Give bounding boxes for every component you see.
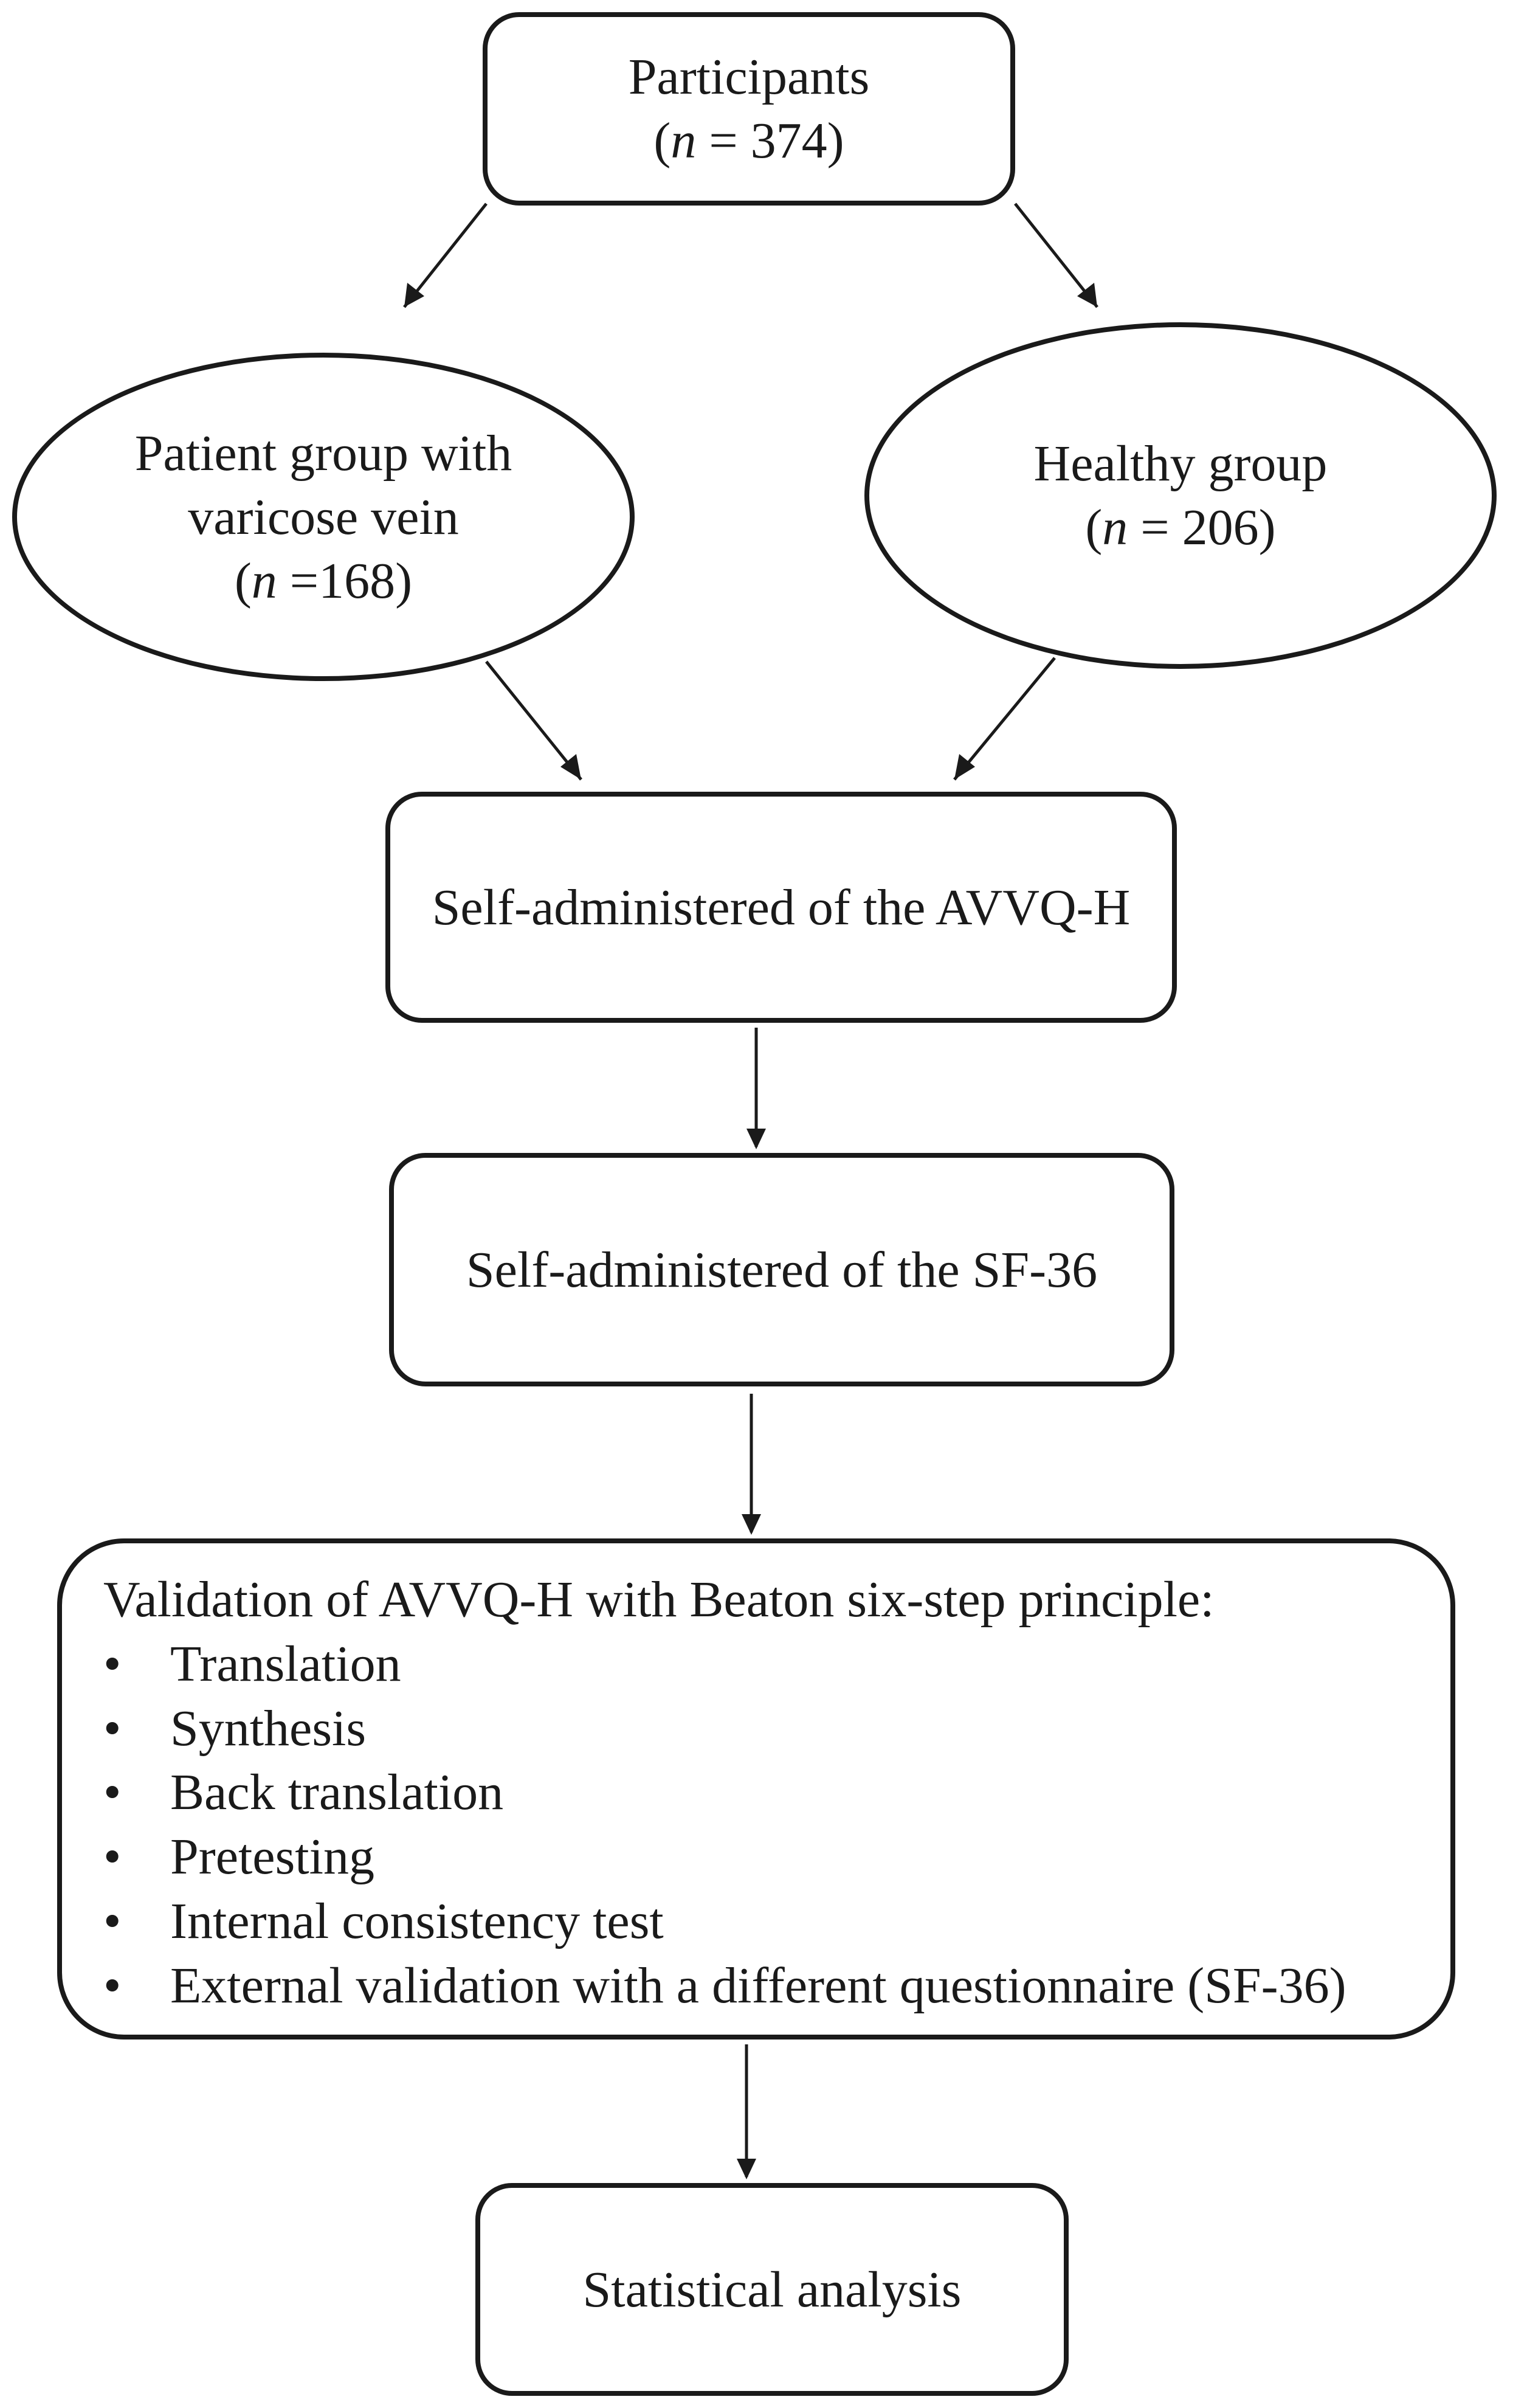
validation-step: • Back translation (103, 1760, 1346, 1825)
healthy-group-label: Healthy group (1033, 435, 1328, 492)
patient-open-paren: ( (234, 552, 252, 609)
avvq-step-box: Self-administered of the AVVQ-H (385, 792, 1177, 1023)
participants-n-symbol: n (670, 112, 697, 169)
statistical-analysis-label: Statistical analysis (582, 2261, 962, 2318)
validation-title: Validation of AVVQ-H with Beaton six-ste… (103, 1571, 1215, 1628)
validation-box: Validation of AVVQ-H with Beaton six-ste… (57, 1538, 1455, 2040)
arrowhead-patient (404, 283, 424, 307)
validation-step-label: External validation with a different que… (170, 1957, 1346, 2014)
validation-step-label: Synthesis (170, 1700, 367, 1757)
validation-step: • External validation with a different qu… (103, 1954, 1346, 2018)
validation-step: • Synthesis (103, 1697, 1346, 1761)
bullet-icon: • (103, 1893, 122, 1950)
participants-count: (n = 374) (629, 109, 870, 173)
avvq-step-label: Self-administered of the AVVQ-H (432, 879, 1131, 936)
healthy-group-count: (n = 206) (1034, 496, 1328, 559)
bullet-icon: • (103, 1635, 122, 1692)
arrow-participants-to-patient (403, 202, 488, 308)
healthy-n-value: = 206) (1128, 499, 1276, 556)
healthy-group-node: Healthy group (n = 206) (864, 322, 1497, 669)
patient-group-line1: Patient group with (134, 424, 512, 482)
validation-step: • Pretesting (103, 1825, 1346, 1889)
patient-group-count: (n =168) (135, 549, 512, 613)
arrowhead-stats (737, 2159, 756, 2179)
participants-open-paren: ( (653, 112, 671, 169)
validation-step-label: Internal consistency test (170, 1893, 664, 1950)
patient-n-value: =168) (277, 552, 413, 609)
patient-n-symbol: n (251, 552, 277, 609)
healthy-n-symbol: n (1102, 499, 1128, 556)
patient-group-node: Patient group with varicose vein (n =168… (12, 353, 635, 681)
arrowhead-sf36 (746, 1129, 766, 1149)
validation-step-label: Back translation (170, 1764, 504, 1821)
validation-step-label: Pretesting (170, 1828, 374, 1886)
arrowhead-validation (742, 1514, 761, 1535)
bullet-icon: • (103, 1957, 122, 2014)
bullet-icon: • (103, 1700, 122, 1757)
validation-step: • Internal consistency test (103, 1889, 1346, 1954)
sf36-step-label: Self-administered of the SF-36 (466, 1241, 1098, 1298)
validation-step-label: Translation (170, 1635, 401, 1692)
arrowhead-avvq-right (954, 754, 975, 780)
bullet-icon: • (103, 1828, 122, 1886)
arrow-healthy-to-avvq (953, 657, 1056, 781)
arrow-patient-to-avvq (485, 660, 582, 781)
sf36-step-box: Self-administered of the SF-36 (389, 1153, 1174, 1386)
validation-step: • Translation (103, 1632, 1346, 1697)
validation-steps-list: • Translation • Synthesis • Back translatio… (103, 1632, 1346, 2018)
participants-label: Participants (628, 49, 870, 105)
bullet-icon: • (103, 1764, 122, 1821)
participants-box: Participants (n = 374) (483, 12, 1015, 206)
patient-group-line2: varicose vein (188, 488, 459, 545)
statistical-analysis-box: Statistical analysis (475, 2183, 1069, 2396)
arrow-participants-to-healthy (1014, 202, 1098, 308)
arrowhead-avvq-left (560, 754, 581, 780)
healthy-open-paren: ( (1085, 499, 1103, 556)
participants-n-value: = 374) (696, 112, 844, 169)
arrowhead-healthy (1077, 283, 1097, 307)
